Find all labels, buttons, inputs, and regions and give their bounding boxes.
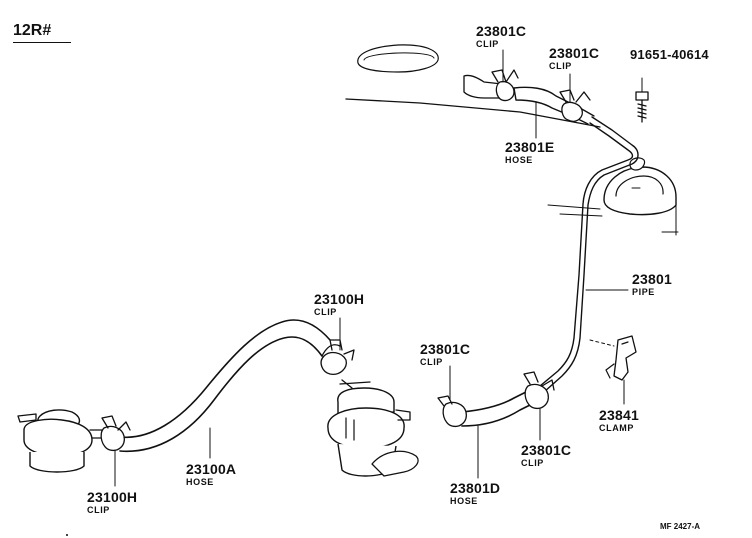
label-23801e: 23801E HOSE: [505, 140, 554, 165]
label-23801d: 23801D HOSE: [450, 481, 500, 506]
label-23801c-lower-right: 23801C CLIP: [521, 443, 571, 468]
part-name: PIPE: [632, 287, 655, 297]
part-name: HOSE: [186, 477, 214, 487]
part-number: 23801C: [476, 23, 527, 39]
clip-23801c-upper-left: [463, 69, 519, 102]
part-number: 23801: [632, 271, 672, 287]
pipe-23801: [539, 116, 639, 393]
part-name: CLIP: [87, 505, 110, 515]
clip-23801c-upper-right: [559, 89, 591, 122]
part-number: 91651-40614: [630, 47, 709, 62]
label-23801c-top-right: 23801C CLIP: [549, 46, 599, 71]
fuel-pump-left: [17, 409, 103, 473]
part-number: 23801D: [450, 480, 501, 496]
label-23801: 23801 PIPE: [632, 272, 672, 297]
part-name: CLIP: [476, 39, 499, 49]
clamp-23841: [605, 335, 637, 381]
fuel-filter-housing: [603, 157, 677, 216]
part-name: CLIP: [549, 61, 572, 71]
part-name: HOSE: [450, 496, 478, 506]
label-23801c-top-left: 23801C CLIP: [476, 24, 526, 49]
leader-lines: [114, 49, 643, 487]
label-23801c-lower-left: 23801C CLIP: [420, 342, 470, 367]
margin-mark: [66, 534, 68, 536]
part-number: 23801C: [521, 442, 572, 458]
label-23100h-lower: 23100H CLIP: [87, 490, 137, 515]
part-name: CLIP: [521, 458, 544, 468]
part-name: HOSE: [505, 155, 533, 165]
bolt-91651-40614: [635, 91, 649, 123]
part-name: CLIP: [314, 307, 337, 317]
label-23100h-upper: 23100H CLIP: [314, 292, 364, 317]
clip-23100h-upper: [320, 339, 355, 375]
hose-23100a: [119, 319, 341, 453]
part-name: CLIP: [420, 357, 443, 367]
part-number: 23801E: [505, 139, 555, 155]
engine-body-outline: [345, 44, 679, 236]
label-23841: 23841 CLAMP: [599, 408, 639, 433]
part-number: 23801C: [549, 45, 600, 61]
model-code: 12R#: [13, 22, 52, 39]
part-number: 23100H: [314, 291, 365, 307]
part-number: 23100H: [87, 489, 138, 505]
part-number: 23801C: [420, 341, 471, 357]
clip-23801c-lower-left: [437, 395, 467, 428]
label-23100a: 23100A HOSE: [186, 462, 236, 487]
model-code-underline: [13, 42, 71, 43]
hose-23801d: [461, 387, 541, 427]
part-number: 23100A: [186, 461, 237, 477]
part-name: CLAMP: [599, 423, 634, 433]
fuel-pump-center: [327, 379, 419, 477]
label-91651-40614: 91651-40614: [630, 48, 709, 61]
clip-23801c-lower-right: [523, 371, 555, 410]
clip-23100h-lower: [100, 415, 131, 452]
part-number: 23841: [599, 407, 639, 423]
drawing-reference: MF 2427-A: [660, 522, 701, 531]
